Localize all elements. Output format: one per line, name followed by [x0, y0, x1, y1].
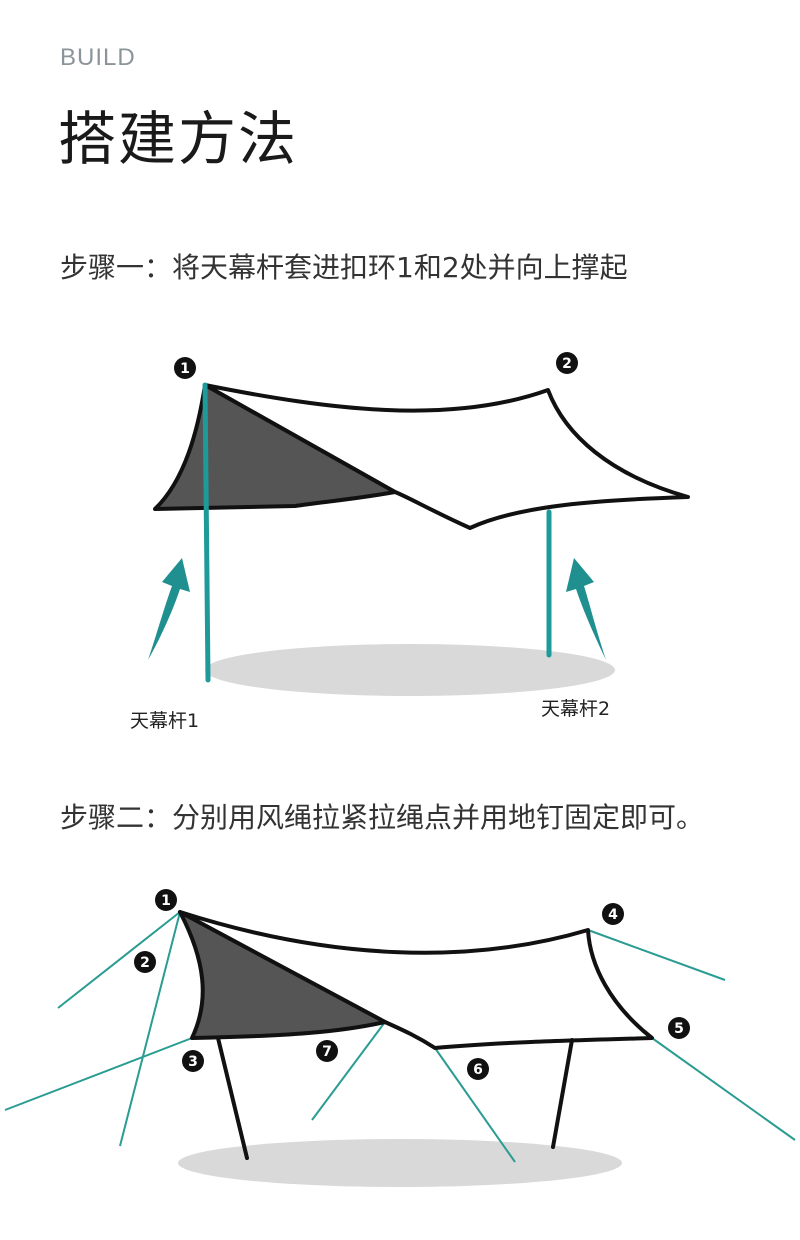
marker-4: 4	[602, 903, 624, 925]
svg-text:6: 6	[473, 1062, 483, 1078]
up-arrow-icon	[566, 558, 606, 660]
guy-ropes	[4, 911, 796, 1163]
tarp-dark-panel	[153, 383, 397, 511]
pole-front	[216, 1036, 249, 1160]
pole-1-label: 天幕杆1	[130, 710, 199, 732]
marker-1: 1	[155, 889, 177, 911]
svg-text:1: 1	[180, 361, 190, 377]
svg-text:2: 2	[140, 955, 150, 971]
marker-6: 6	[467, 1058, 489, 1080]
svg-text:2: 2	[562, 356, 572, 372]
pole-1	[202, 382, 211, 683]
page-title: 搭建方法	[58, 105, 299, 173]
step-1-instruction: 步骤一：将天幕杆套进扣环1和2处并向上撑起	[60, 251, 628, 284]
step-1-diagram: 1 2 天幕杆1 天幕杆2	[130, 352, 690, 732]
svg-text:5: 5	[674, 1021, 684, 1037]
up-arrow-icon	[148, 558, 190, 660]
marker-7: 7	[316, 1040, 338, 1062]
svg-text:4: 4	[608, 907, 618, 923]
pole-2-label: 天幕杆2	[541, 698, 610, 720]
step-2-instruction: 步骤二：分别用风绳拉紧拉绳点并用地钉固定即可。	[60, 801, 705, 834]
svg-text:1: 1	[161, 893, 171, 909]
svg-text:3: 3	[188, 1054, 198, 1070]
step-2-diagram: 1 2 3 4 5 6 7	[4, 889, 796, 1187]
marker-5: 5	[668, 1017, 690, 1039]
marker-2: 2	[134, 951, 156, 973]
pole-rear	[551, 1038, 574, 1149]
tarp-dark-panel	[178, 910, 387, 1040]
tarp-outline	[203, 383, 690, 530]
marker-3: 3	[182, 1050, 204, 1072]
marker-2: 2	[556, 352, 578, 374]
tarp-outline	[178, 910, 654, 1050]
marker-1: 1	[174, 357, 196, 379]
ground-shadow	[205, 644, 615, 696]
svg-text:7: 7	[322, 1044, 332, 1060]
ground-shadow	[178, 1139, 622, 1187]
section-eyebrow: BUILD	[60, 44, 136, 71]
